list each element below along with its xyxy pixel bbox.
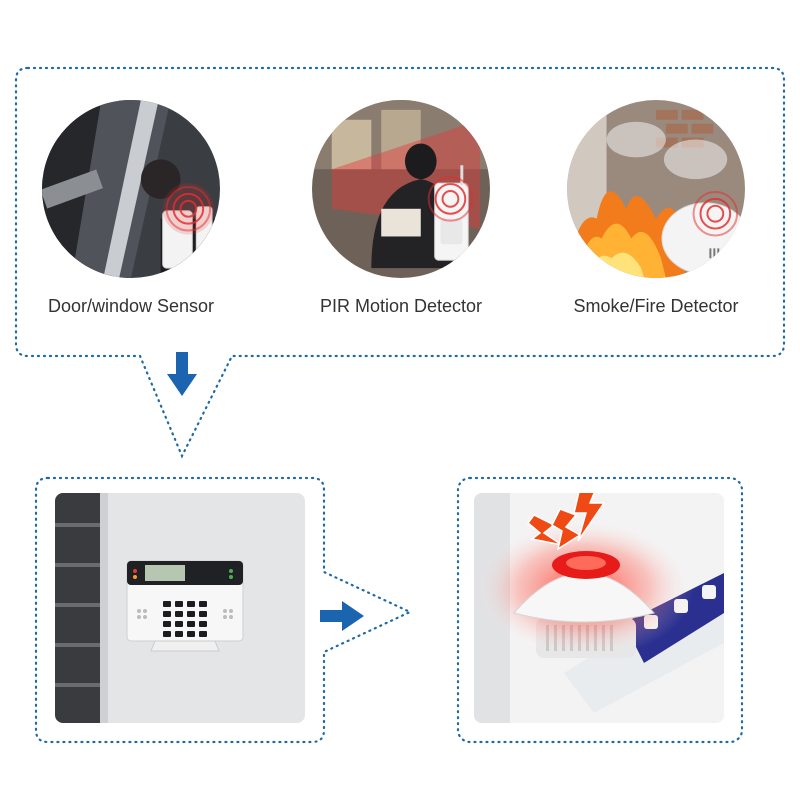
alarm-control-panel-icon: [55, 493, 305, 723]
door-window-sensor-icon: [42, 100, 220, 278]
sensor-label: Door/window Sensor: [47, 296, 215, 316]
smoke-fire-detector-icon: [567, 100, 745, 278]
lightning-bolt-icon: [526, 514, 563, 546]
sensor-label: Smoke/Fire Detector: [573, 296, 739, 316]
pir-motion-detector-card: PIR Motion Detector: [311, 100, 491, 317]
smoke-fire-detector-card: Smoke/Fire Detector: [566, 100, 746, 317]
lightning-bolt-icon: [573, 493, 606, 542]
right-arrow-icon: [320, 601, 364, 631]
lightning-bolt-icon: [551, 508, 582, 551]
down-arrow-icon: [167, 352, 197, 396]
strobe-siren-icon: [474, 493, 724, 723]
door-window-sensor-card: Door/window Sensor: [41, 100, 221, 317]
pir-motion-detector-icon: [312, 100, 490, 278]
sensor-label: PIR Motion Detector: [319, 296, 483, 316]
